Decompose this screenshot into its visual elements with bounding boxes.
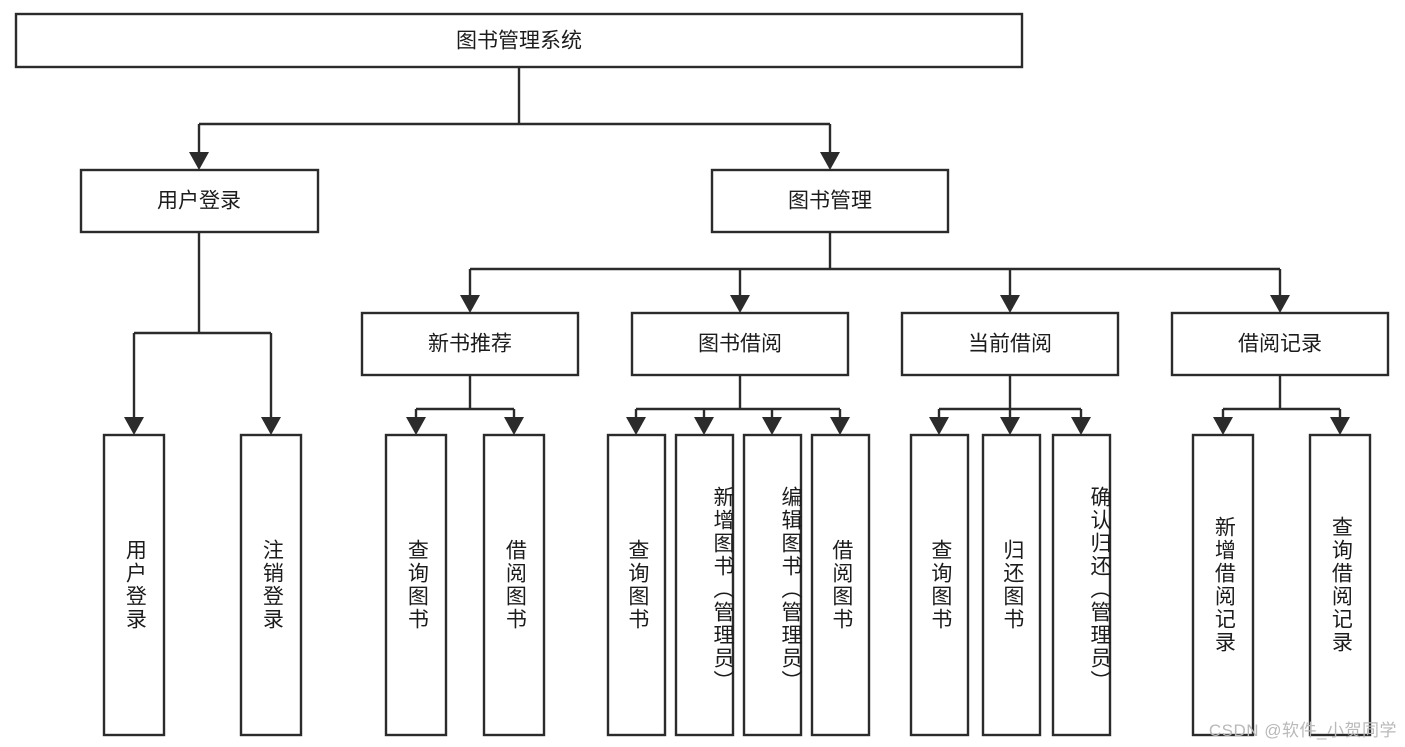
node-borrow-records-box[interactable] [1170, 311, 1390, 377]
node-book-management-label: 图书管理 [788, 190, 872, 213]
node-leaf-query-book-cur-box[interactable] [909, 433, 970, 737]
arrowhead-user-login [189, 152, 209, 170]
leaf-box-layer [102, 433, 1372, 737]
node-book-management[interactable]: 图书管理 [710, 168, 950, 234]
connector-layer [124, 67, 1350, 435]
node-leaf-edit-book-admin-box[interactable] [742, 433, 803, 737]
arrowhead-current-borrow [1000, 295, 1020, 313]
node-book-management-box[interactable] [710, 168, 950, 234]
node-current-borrow[interactable]: 当前借阅 [900, 311, 1120, 377]
node-leaf-add-book-admin-box[interactable] [674, 433, 735, 737]
arrowhead-leaf-logout [261, 417, 281, 435]
node-leaf-add-borrow-record-box[interactable] [1191, 433, 1255, 737]
node-book-borrow-box[interactable] [630, 311, 850, 377]
arrowhead-leaf-add-borrow-record [1213, 417, 1233, 435]
node-root-label: 图书管理系统 [456, 30, 582, 53]
arrowhead-leaf-query-book-cur [929, 417, 949, 435]
node-book-borrow[interactable]: 图书借阅 [630, 311, 850, 377]
node-leaf-confirm-return-admin-box[interactable] [1051, 433, 1112, 737]
node-current-borrow-box[interactable] [900, 311, 1120, 377]
arrowhead-leaf-confirm-return-admin [1071, 417, 1091, 435]
node-leaf-return-book-box[interactable] [981, 433, 1042, 737]
node-leaf-borrow-book-rec-box[interactable] [482, 433, 546, 737]
node-leaf-query-borrow-record-box[interactable] [1308, 433, 1372, 737]
arrowhead-leaf-user-login [124, 417, 144, 435]
node-root[interactable]: 图书管理系统 [14, 12, 1024, 69]
arrowhead-leaf-borrow-book [830, 417, 850, 435]
node-borrow-records[interactable]: 借阅记录 [1170, 311, 1390, 377]
node-leaf-borrow-book-box[interactable] [810, 433, 871, 737]
node-current-borrow-label: 当前借阅 [968, 333, 1052, 356]
node-leaf-query-book-borrow-box[interactable] [606, 433, 667, 737]
node-borrow-records-label: 借阅记录 [1238, 333, 1322, 356]
node-root-box[interactable] [14, 12, 1024, 69]
arrowhead-leaf-query-book-rec [406, 417, 426, 435]
arrowhead-new-book-recommend [460, 295, 480, 313]
arrowhead-leaf-borrow-book-rec [504, 417, 524, 435]
node-user-login-box[interactable] [79, 168, 320, 234]
arrowhead-borrow-records [1270, 295, 1290, 313]
arrowhead-leaf-add-book-admin [694, 417, 714, 435]
arrowhead-leaf-return-book [1000, 417, 1020, 435]
arrowhead-leaf-edit-book-admin [762, 417, 782, 435]
node-user-login-label: 用户登录 [157, 190, 241, 213]
node-book-borrow-label: 图书借阅 [698, 333, 782, 356]
node-user-login[interactable]: 用户登录 [79, 168, 320, 234]
node-new-book-recommend-box[interactable] [360, 311, 580, 377]
node-new-book-recommend-label: 新书推荐 [428, 333, 512, 356]
arrowhead-leaf-query-borrow-record [1330, 417, 1350, 435]
arrowhead-book-management [820, 152, 840, 170]
arrowhead-leaf-query-book-borrow [626, 417, 646, 435]
arrowhead-book-borrow [730, 295, 750, 313]
node-new-book-recommend[interactable]: 新书推荐 [360, 311, 580, 377]
node-leaf-query-book-rec-box[interactable] [384, 433, 448, 737]
csdn-watermark: CSDN @软件_小贺同学 [1208, 721, 1397, 740]
node-leaf-user-login-box[interactable] [102, 433, 166, 737]
node-leaf-logout-box[interactable] [239, 433, 303, 737]
